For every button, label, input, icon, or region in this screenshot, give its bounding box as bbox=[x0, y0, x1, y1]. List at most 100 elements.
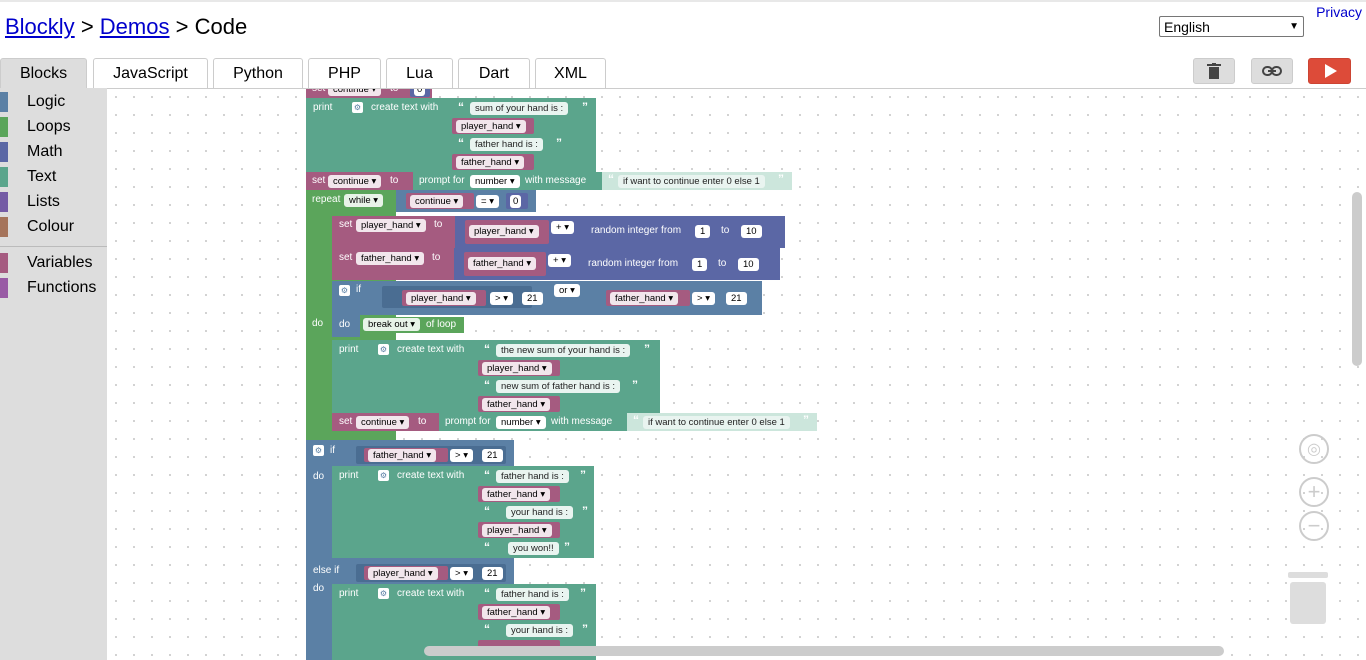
variable-dropdown[interactable]: player_hand ▾ bbox=[368, 567, 438, 580]
language-select[interactable]: English ▼ bbox=[1159, 16, 1304, 37]
variable-dropdown[interactable]: player_hand ▾ bbox=[406, 292, 476, 305]
if-block[interactable]: ⚙ if player_hand ▾ > ▾ 21 or ▾ father_ha… bbox=[332, 281, 762, 315]
number-field[interactable]: 1 bbox=[695, 225, 711, 238]
gear-icon[interactable]: ⚙ bbox=[378, 344, 389, 355]
text-field[interactable]: the new sum of your hand is : bbox=[496, 344, 631, 357]
text-field[interactable]: your hand is : bbox=[506, 506, 574, 519]
print-block[interactable]: print ⚙ create text with “ the new sum o… bbox=[332, 340, 660, 414]
operator-dropdown[interactable]: + ▾ bbox=[548, 254, 571, 267]
text-block[interactable]: “ if want to continue enter 0 else 1 ” bbox=[602, 172, 792, 190]
print-block[interactable]: print ⚙ create text with “ father hand i… bbox=[332, 466, 594, 558]
tab-dart[interactable]: Dart bbox=[458, 58, 530, 88]
horizontal-scrollbar[interactable] bbox=[424, 646, 1224, 656]
link-button[interactable] bbox=[1251, 58, 1293, 84]
variable-dropdown[interactable]: father_hand ▾ bbox=[482, 488, 551, 501]
text-field[interactable]: new sum of father hand is : bbox=[496, 380, 621, 393]
prompt-block[interactable]: prompt for number ▾ with message bbox=[439, 413, 629, 431]
tab-javascript[interactable]: JavaScript bbox=[93, 58, 208, 88]
variable-dropdown[interactable]: father_hand ▾ bbox=[610, 292, 679, 305]
toolbox-category-loops[interactable]: Loops bbox=[0, 116, 107, 138]
operator-dropdown[interactable]: > ▾ bbox=[450, 449, 473, 462]
variable-dropdown[interactable]: player_hand ▾ bbox=[469, 225, 539, 238]
gear-icon[interactable]: ⚙ bbox=[352, 102, 363, 113]
print-block[interactable]: print ⚙ create text with “ sum of your h… bbox=[306, 98, 596, 172]
toolbox-category-math[interactable]: Math bbox=[0, 141, 107, 163]
set-continue-block[interactable]: set continue ▾ to 0 bbox=[306, 88, 432, 98]
logic-operator-dropdown[interactable]: or ▾ bbox=[554, 284, 580, 297]
operator-dropdown[interactable]: > ▾ bbox=[692, 292, 715, 305]
tab-lua[interactable]: Lua bbox=[386, 58, 453, 88]
prompt-block[interactable]: prompt for number ▾ with message bbox=[413, 172, 603, 190]
toolbox-category-variables[interactable]: Variables bbox=[0, 252, 107, 274]
variable-dropdown[interactable]: father_hand ▾ bbox=[356, 252, 425, 265]
variable-dropdown[interactable]: continue ▾ bbox=[328, 88, 382, 96]
text-block[interactable]: “ if want to continue enter 0 else 1 ” bbox=[627, 413, 817, 431]
variable-dropdown[interactable]: father_hand ▾ bbox=[482, 398, 551, 411]
arithmetic-block[interactable]: father_hand ▾ + ▾ random integer from 1 … bbox=[454, 248, 780, 280]
set-continue-prompt-block[interactable]: set continue ▾ to bbox=[306, 172, 416, 190]
break-out-block[interactable]: break out ▾ of loop bbox=[360, 317, 464, 333]
vertical-scrollbar[interactable] bbox=[1352, 192, 1362, 366]
number-field[interactable]: 10 bbox=[741, 225, 762, 238]
text-field[interactable]: if want to continue enter 0 else 1 bbox=[643, 416, 790, 429]
variable-dropdown[interactable]: father_hand ▾ bbox=[368, 449, 437, 462]
gear-icon[interactable]: ⚙ bbox=[378, 588, 389, 599]
number-field[interactable]: 21 bbox=[482, 449, 503, 462]
variable-dropdown[interactable]: continue ▾ bbox=[328, 175, 382, 188]
blockly-workspace[interactable]: set continue ▾ to 0 print ⚙ create text … bbox=[107, 88, 1366, 660]
gear-icon[interactable]: ⚙ bbox=[339, 285, 350, 296]
number-field[interactable]: 21 bbox=[726, 292, 747, 305]
variable-dropdown[interactable]: player_hand ▾ bbox=[482, 524, 552, 537]
breadcrumb-blockly-link[interactable]: Blockly bbox=[5, 14, 75, 39]
operator-dropdown[interactable]: + ▾ bbox=[551, 221, 574, 234]
operator-dropdown[interactable]: > ▾ bbox=[490, 292, 513, 305]
variable-dropdown[interactable]: father_hand ▾ bbox=[482, 606, 551, 619]
toolbox-category-colour[interactable]: Colour bbox=[0, 216, 107, 238]
toolbox-category-text[interactable]: Text bbox=[0, 166, 107, 188]
recenter-button[interactable]: ◎ bbox=[1299, 434, 1329, 464]
text-field[interactable]: if want to continue enter 0 else 1 bbox=[618, 175, 765, 188]
compare-block[interactable]: continue ▾ = ▾ 0 bbox=[396, 190, 536, 212]
flow-dropdown[interactable]: break out ▾ bbox=[363, 318, 421, 331]
gear-icon[interactable]: ⚙ bbox=[378, 470, 389, 481]
set-player-hand-block[interactable]: set player_hand ▾ to bbox=[332, 216, 455, 248]
variable-dropdown[interactable]: father_hand ▾ bbox=[468, 257, 537, 270]
trash-button[interactable] bbox=[1193, 58, 1235, 84]
text-field[interactable]: father hand is : bbox=[470, 138, 543, 151]
tab-blocks[interactable]: Blocks bbox=[0, 58, 87, 88]
tab-xml[interactable]: XML bbox=[535, 58, 606, 88]
repeat-mode-dropdown[interactable]: while ▾ bbox=[344, 194, 384, 207]
run-button[interactable] bbox=[1308, 58, 1351, 84]
zoom-in-button[interactable]: + bbox=[1299, 477, 1329, 507]
variable-dropdown[interactable]: player_hand ▾ bbox=[482, 362, 552, 375]
set-continue-prompt-block[interactable]: set continue ▾ to bbox=[332, 413, 442, 431]
variable-dropdown[interactable]: player_hand ▾ bbox=[356, 219, 426, 232]
number-field[interactable]: 0 bbox=[414, 88, 426, 96]
text-field[interactable]: sum of your hand is : bbox=[470, 102, 569, 115]
operator-dropdown[interactable]: > ▾ bbox=[450, 567, 473, 580]
text-field[interactable]: you won!! bbox=[508, 542, 559, 555]
privacy-link[interactable]: Privacy bbox=[1316, 4, 1362, 20]
arithmetic-block[interactable]: player_hand ▾ + ▾ random integer from 1 … bbox=[455, 216, 785, 248]
toolbox-category-functions[interactable]: Functions bbox=[0, 277, 107, 299]
type-dropdown[interactable]: number ▾ bbox=[496, 416, 546, 429]
type-dropdown[interactable]: number ▾ bbox=[470, 175, 520, 188]
number-field[interactable]: 21 bbox=[482, 567, 503, 580]
operator-dropdown[interactable]: = ▾ bbox=[476, 195, 499, 208]
zoom-out-button[interactable]: − bbox=[1299, 511, 1329, 541]
number-field[interactable]: 1 bbox=[692, 258, 708, 271]
toolbox-category-lists[interactable]: Lists bbox=[0, 191, 107, 213]
text-field[interactable]: father hand is : bbox=[496, 588, 569, 601]
workspace-trash-icon[interactable] bbox=[1288, 568, 1328, 629]
variable-dropdown[interactable]: player_hand ▾ bbox=[456, 120, 526, 133]
variable-dropdown[interactable]: continue ▾ bbox=[410, 195, 464, 208]
gear-icon[interactable]: ⚙ bbox=[313, 445, 324, 456]
variable-dropdown[interactable]: father_hand ▾ bbox=[456, 156, 525, 169]
breadcrumb-demos-link[interactable]: Demos bbox=[99, 14, 170, 39]
text-field[interactable]: your hand is : bbox=[506, 624, 574, 637]
set-father-hand-block[interactable]: set father_hand ▾ to bbox=[332, 248, 454, 280]
text-field[interactable]: father hand is : bbox=[496, 470, 569, 483]
tab-python[interactable]: Python bbox=[213, 58, 303, 88]
number-field[interactable]: 10 bbox=[738, 258, 759, 271]
variable-dropdown[interactable]: continue ▾ bbox=[356, 416, 410, 429]
